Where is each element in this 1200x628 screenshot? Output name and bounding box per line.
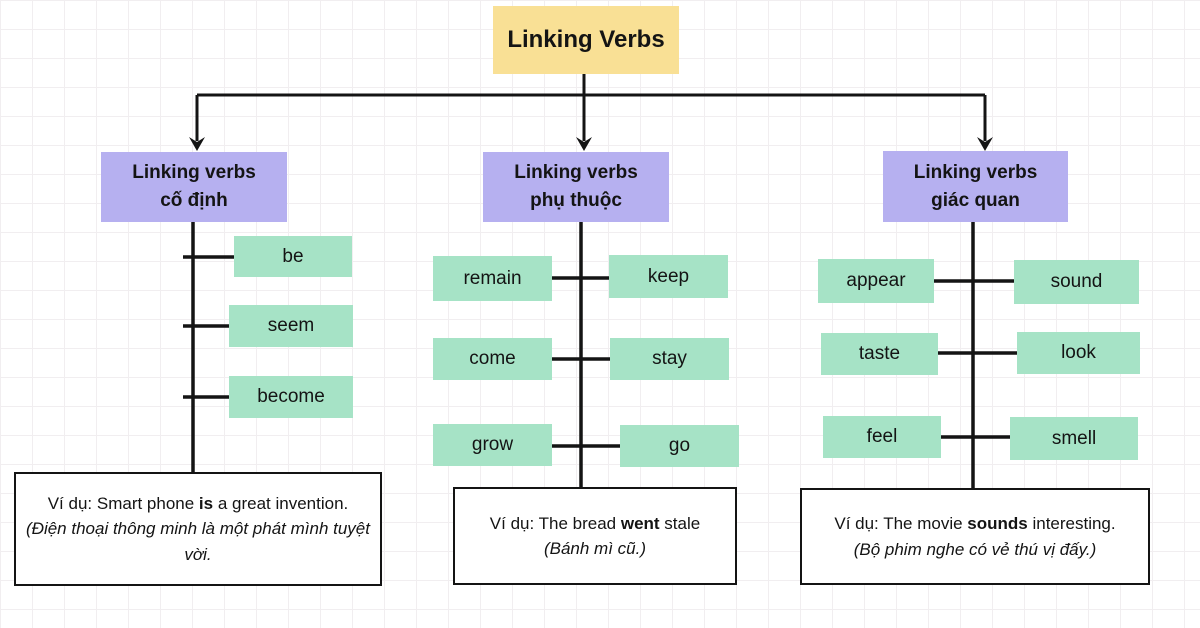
group-header-line1: Linking verbs (913, 161, 1038, 183)
verb-chip-remain: remain (433, 256, 552, 301)
group-header-line2: phụ thuộc (530, 190, 622, 211)
example-vietnamese-translation: (Điện thoại thông minh là một phát mình … (26, 519, 370, 564)
verb-chip-appear: appear (818, 259, 934, 303)
example-text-prefix: Ví dụ: Smart phone (47, 493, 199, 513)
verb-chip-stay: stay (610, 338, 729, 380)
example-text-suffix: stale (659, 513, 701, 533)
verb-chip-come: come (433, 338, 552, 380)
example-text-suffix: a great invention. (213, 493, 349, 513)
group-header-line1: Linking verbs (132, 162, 256, 184)
verb-chip-become: become (229, 376, 353, 418)
verb-chip-look: look (1017, 332, 1140, 374)
example-english-sentence: Ví dụ: The bread went stale (490, 511, 700, 537)
example-text-prefix: Ví dụ: The bread (489, 513, 621, 533)
example-vietnamese-translation: (Bộ phim nghe có vẻ thú vị đấy.) (853, 539, 1097, 559)
group-header-line2: giác quan (931, 189, 1020, 211)
group-header-line1: Linking verbs (514, 162, 638, 184)
verb-chip-keep: keep (609, 255, 728, 298)
group-header-line2: cố định (160, 190, 228, 211)
example-text-prefix: Ví dụ: The movie (834, 514, 968, 533)
verb-chip-go: go (620, 425, 739, 467)
example-verb-bold: went (620, 513, 660, 533)
example-verb-bold: is (198, 493, 214, 513)
verb-chip-grow: grow (433, 424, 552, 466)
example-box-phu-thuoc: Ví dụ: The bread went stale (Bánh mì cũ.… (453, 487, 737, 585)
example-box-co-dinh: Ví dụ: Smart phone is a great invention.… (14, 472, 382, 586)
arrowhead-right-icon (977, 137, 993, 151)
arrowhead-center-icon (576, 137, 592, 151)
verb-chip-seem: seem (229, 305, 353, 347)
example-verb-bold: sounds (967, 514, 1028, 533)
example-vietnamese-translation: (Bánh mì cũ.) (543, 539, 647, 558)
group-header-giac-quan: Linking verbs giác quan (883, 151, 1068, 222)
verb-chip-be: be (234, 236, 352, 277)
example-english-sentence: Ví dụ: Smart phone is a great invention. (48, 491, 349, 517)
group-header-phu-thuoc: Linking verbs phụ thuộc (483, 152, 669, 222)
example-text-suffix: interesting. (1027, 514, 1116, 533)
verb-chip-smell: smell (1010, 417, 1138, 460)
example-english-sentence: Ví dụ: The movie sounds interesting. (834, 511, 1115, 537)
verb-chip-taste: taste (821, 333, 938, 375)
arrowhead-left-icon (189, 137, 205, 151)
verb-chip-sound: sound (1014, 260, 1139, 304)
title-box: Linking Verbs (493, 6, 679, 74)
group-header-co-dinh: Linking verbs cố định (101, 152, 287, 222)
example-box-giac-quan: Ví dụ: The movie sounds interesting. (Bộ… (800, 488, 1150, 585)
verb-chip-feel: feel (823, 416, 941, 458)
title-label: Linking Verbs (507, 26, 665, 53)
